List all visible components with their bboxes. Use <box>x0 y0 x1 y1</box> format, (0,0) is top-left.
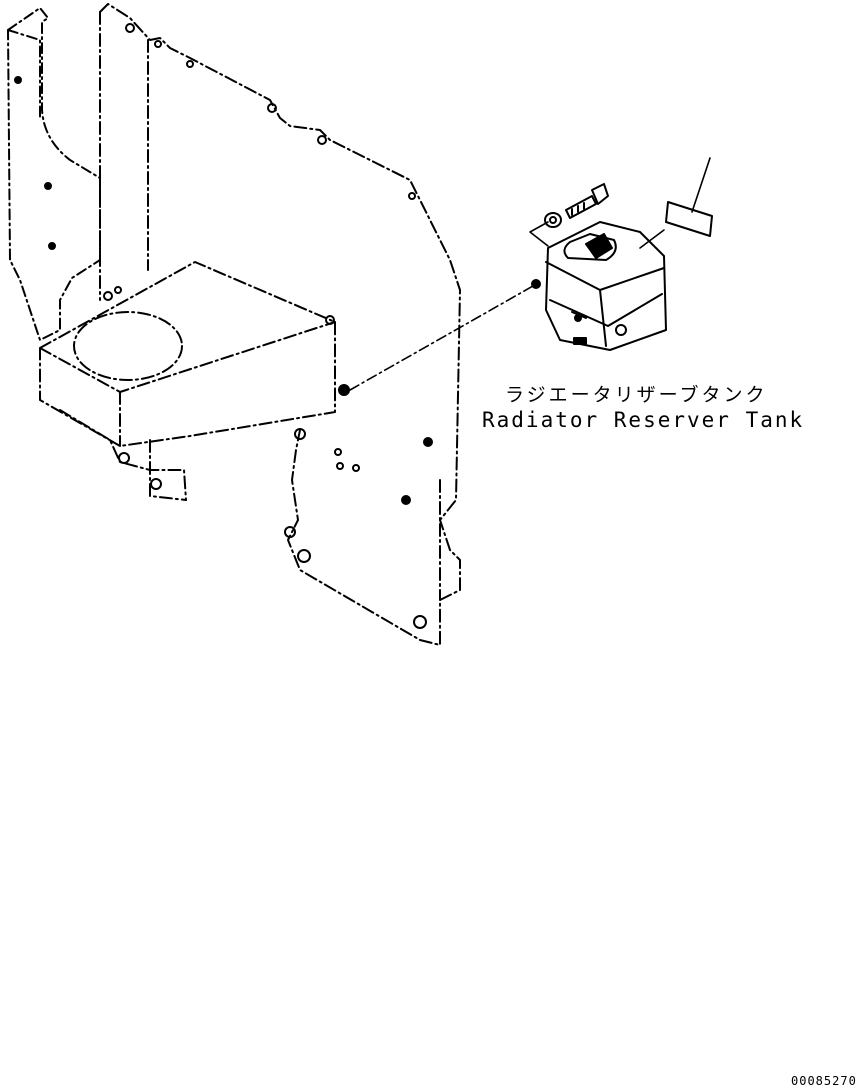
tank-label-japanese: ラジエータリザーブタンク <box>505 384 768 406</box>
bolt <box>565 183 609 219</box>
left-bracket-holes <box>14 76 56 250</box>
main-panel <box>99 3 461 646</box>
horizontal-housing <box>39 261 336 501</box>
housing-bolts <box>118 315 350 490</box>
fastener-guide-line <box>529 221 549 247</box>
reserver-tank <box>545 221 667 351</box>
callout-leader <box>691 157 711 213</box>
drawing-code: 00085270 <box>791 1074 857 1088</box>
tank-label-english: Radiator Reserver Tank <box>482 408 805 432</box>
left-bracket <box>7 7 101 341</box>
mount-point <box>531 279 541 289</box>
panel-holes <box>103 23 433 629</box>
washer <box>544 212 562 228</box>
leader-line-mount <box>349 281 541 391</box>
label-plate <box>639 157 713 249</box>
